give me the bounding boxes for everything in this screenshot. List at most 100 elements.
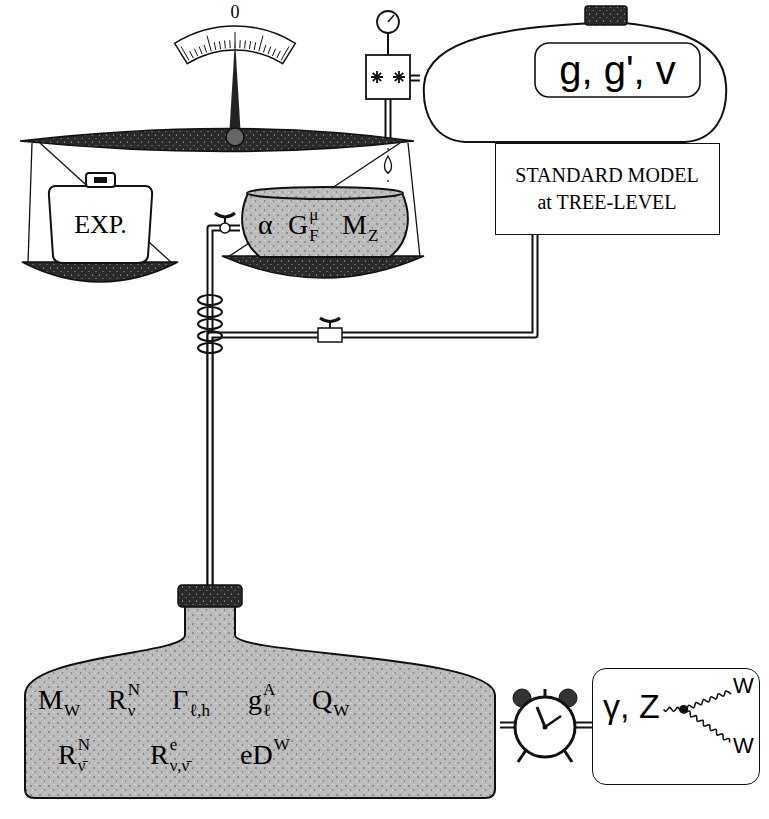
node-outline <box>496 144 721 236</box>
dial-zero: 0 <box>215 3 255 21</box>
text-area: STANDARD MODEL at TREE-LEVEL <box>502 148 712 229</box>
symbol-text: R <box>108 686 127 714</box>
pot-node: αGFμMZ <box>240 185 410 260</box>
balance-beam <box>20 129 414 152</box>
right-pan <box>222 256 424 278</box>
node-text: g, g', v <box>559 50 676 90</box>
symbol-text: N <box>128 681 140 698</box>
dial-tick <box>281 46 289 60</box>
clock-face <box>515 697 575 757</box>
dial-tick <box>224 41 226 49</box>
pipe-bore <box>210 228 240 585</box>
symbol-text: W <box>274 736 290 753</box>
symbol-text: μ <box>309 206 318 223</box>
flask-body <box>424 23 726 142</box>
faucet-wheel <box>393 71 405 83</box>
particle-text: γ, Z <box>603 689 660 723</box>
gauge-needle <box>388 15 394 22</box>
symbol-text: α <box>258 211 273 239</box>
symbol-text: ν,ν̄ <box>170 757 190 774</box>
dial-tick <box>214 42 216 50</box>
balance-needle <box>229 40 241 138</box>
symbol-text: F <box>309 227 318 244</box>
dial-tick <box>272 49 275 56</box>
node-text: EXP. <box>74 212 127 238</box>
symbol-text: e <box>170 736 178 753</box>
balance-pivot <box>226 128 244 146</box>
dial-tick <box>229 40 230 48</box>
dial-tick <box>239 40 240 48</box>
weight-knob <box>86 173 115 187</box>
symbol-text: W <box>64 702 80 719</box>
symbol-text: ℓ,h <box>189 702 210 719</box>
weight-slot <box>94 177 107 183</box>
symbol-text: M <box>38 686 63 714</box>
pipe-wall <box>210 235 535 585</box>
dial-tick <box>263 45 265 53</box>
pipe-coil <box>198 331 222 341</box>
pipe-connector <box>210 235 535 585</box>
flask-cork <box>178 585 242 607</box>
vertex-dot <box>679 705 688 714</box>
boson-line <box>684 709 730 742</box>
symbol-text: Γ <box>172 686 188 714</box>
dial-tick <box>244 41 246 49</box>
dial-tick <box>190 51 194 58</box>
clock-axle <box>543 725 548 730</box>
pipe-wall <box>210 228 240 585</box>
pipe-coil <box>198 295 222 305</box>
symbol-text: M <box>342 211 367 239</box>
pipe-bore <box>210 235 535 585</box>
clock-hand <box>545 716 561 727</box>
pan-string <box>40 143 172 263</box>
symbol-text: g <box>248 686 262 714</box>
flask-cork <box>585 6 627 25</box>
symbol-text: W <box>333 702 349 719</box>
symbol-text: G <box>288 211 308 239</box>
feynman-bubble: γ, ZWW <box>592 668 760 785</box>
valve-body <box>220 223 230 233</box>
faucet-box <box>366 55 410 99</box>
pipe-connector <box>210 228 240 585</box>
valve-body <box>318 328 342 342</box>
process-box: STANDARD MODEL at TREE-LEVEL <box>495 143 720 235</box>
particle-text: W <box>733 675 754 697</box>
pipe-coil <box>198 307 222 317</box>
pan-string <box>408 143 420 257</box>
clock-hand <box>537 707 545 727</box>
symbol-text: ℓ <box>263 702 271 719</box>
pot-body <box>242 193 408 257</box>
pipe-coil <box>198 343 222 353</box>
dial-tick <box>249 41 250 49</box>
clock-leg <box>518 750 526 762</box>
valve-handle <box>215 213 235 217</box>
pan-string <box>28 143 32 263</box>
flask-node: g, g', v <box>420 5 730 143</box>
symbol-text: N <box>78 736 90 753</box>
valve-handle <box>320 318 340 322</box>
symbol-text: Q <box>312 686 332 714</box>
alarm-clock <box>513 689 577 762</box>
symbol-text: A <box>263 681 275 698</box>
pipe-coil <box>198 319 222 329</box>
faucet-wheel <box>371 71 383 83</box>
dial-tick <box>219 41 220 49</box>
flask-body <box>25 601 495 798</box>
pot-rim <box>247 187 403 199</box>
flask-label <box>535 43 700 97</box>
dial-tick <box>268 47 271 54</box>
symbol-text: ν̄ <box>78 757 86 774</box>
dial-tick <box>181 46 189 60</box>
dial-tick <box>199 47 202 54</box>
flask-node: MWRνNΓℓ,hgℓAQWRν̄NReν,ν̄eDW <box>20 585 500 800</box>
dial-tick <box>277 51 281 58</box>
weight-node: EXP. <box>48 172 153 264</box>
dial-tick <box>254 42 256 50</box>
gauge-stem <box>387 33 389 55</box>
pressure-gauge <box>377 11 399 33</box>
symbol-text: R <box>58 741 77 769</box>
boson-line <box>684 691 731 711</box>
dial-tick <box>194 49 197 56</box>
